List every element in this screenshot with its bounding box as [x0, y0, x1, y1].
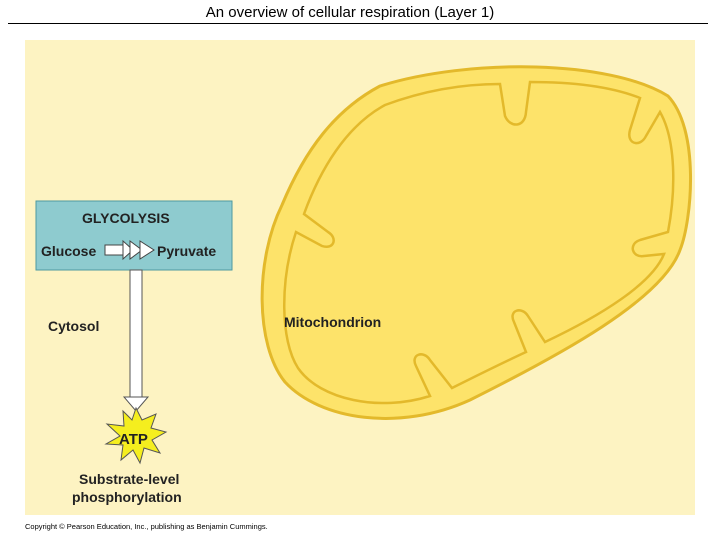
cytosol-label: Cytosol: [48, 318, 99, 334]
copyright-notice: Copyright © Pearson Education, Inc., pub…: [25, 522, 268, 531]
glucose-to-pyruvate-arrow: [104, 239, 155, 261]
atp-label: ATP: [119, 431, 148, 448]
atp-burst-icon: [104, 406, 168, 465]
page-title: An overview of cellular respiration (Lay…: [205, 4, 495, 21]
mitochondrion-inner-membrane: [283, 80, 675, 405]
mitochondrion-label: Mitochondrion: [284, 314, 381, 330]
glycolysis-label: GLYCOLYSIS: [82, 210, 170, 226]
substrate-level-label: Substrate-level: [79, 471, 179, 487]
down-arrow-to-atp: [122, 269, 150, 412]
title-underline: [8, 23, 708, 24]
phosphorylation-label: phosphorylation: [72, 489, 182, 505]
pyruvate-label: Pyruvate: [157, 243, 216, 259]
mitochondrion-outer-membrane: [260, 65, 692, 420]
glucose-label: Glucose: [41, 243, 96, 259]
